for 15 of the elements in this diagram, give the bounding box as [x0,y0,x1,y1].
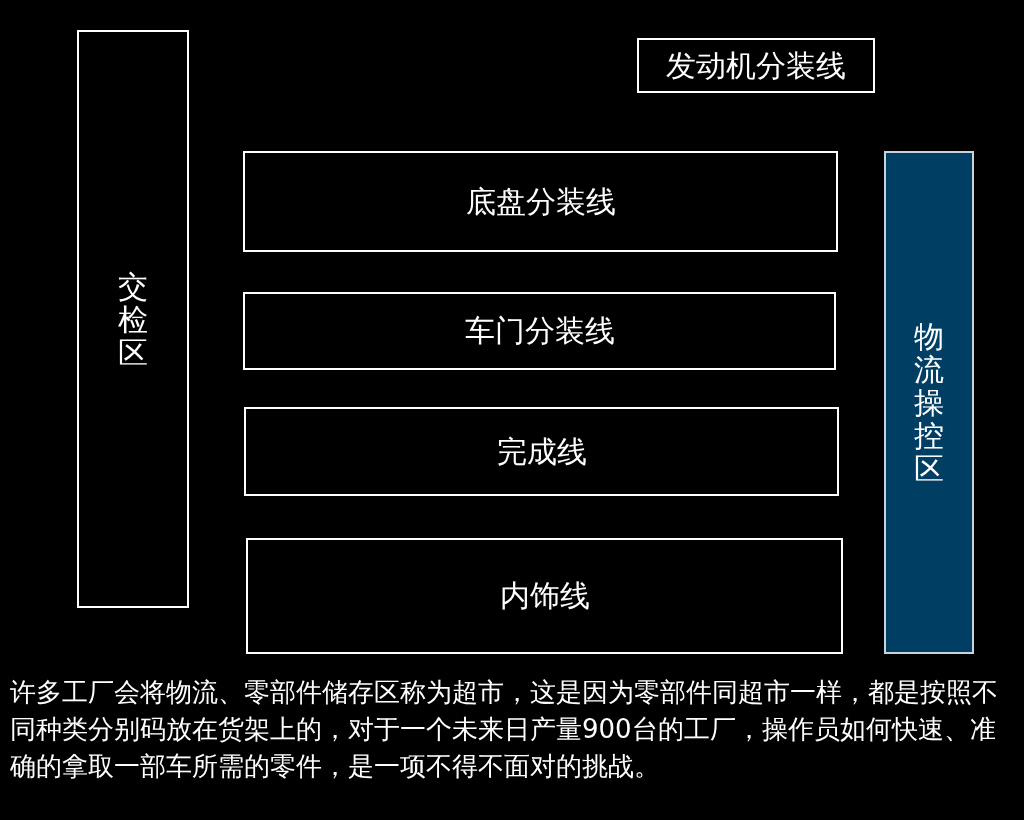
area-box [244,407,839,496]
area-label: 底盘分装线 [465,182,616,221]
caption-paragraph: 许多工厂会将物流、零部件储存区称为超市，这是因为零部件同超市一样，都是按照不同种类分别码放在货架上的，对于一个未来日产量900台的工厂，操作员如何快速、准确的拿取一部车所需的零件，是一项不得不面对的挑战。 [10,676,999,783]
area-label: 发动机分装线 [666,46,846,85]
area-label: 内饰线 [499,577,590,615]
area-box [243,292,836,370]
area-label: 交检区 [118,269,148,369]
filled-area-box [884,151,974,654]
area-label: 物流操控区 [914,320,944,485]
area-label: 完成线 [496,432,587,471]
area-box [243,151,838,252]
area-box [77,30,189,608]
area-box [637,38,875,93]
area-box [246,538,843,654]
area-label: 车门分装线 [464,312,615,350]
